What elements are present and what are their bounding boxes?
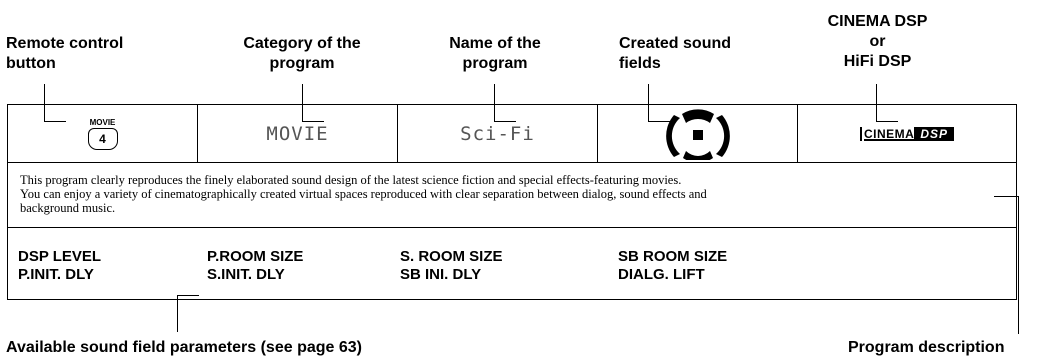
remote-leader-line xyxy=(44,84,45,122)
parameters-callout: Available sound field parameters (see pa… xyxy=(6,339,362,356)
category-cell: MOVIE xyxy=(198,105,398,162)
dsp-type-cell: CINEMA DSP xyxy=(798,105,1016,162)
remote-button-label: MOVIE xyxy=(89,117,116,127)
remote-number-button: 4 xyxy=(87,127,118,150)
name-leader-tick xyxy=(494,121,516,122)
fields-leader-tick xyxy=(648,121,670,122)
sound-fields-callout: Created sound fields xyxy=(619,35,732,72)
parameter-s-room-size: S. ROOM SIZE xyxy=(400,248,503,265)
program-description-callout: Program description xyxy=(848,339,1005,356)
category-leader-tick xyxy=(302,121,324,122)
program-description: This program clearly reproduces the fine… xyxy=(8,163,1016,228)
parameter-column-2: P.ROOM SIZE S.INIT. DLY xyxy=(207,248,303,284)
parameter-s-init-dly: S.INIT. DLY xyxy=(207,266,285,283)
dsp-logo-text: DSP xyxy=(914,126,955,141)
remote-number: 4 xyxy=(99,131,106,146)
sound-field-front-surround-icon xyxy=(665,108,730,160)
remote-button-graphic: MOVIE 4 xyxy=(87,117,118,150)
parameter-column-4: SB ROOM SIZE DIALG. LIFT xyxy=(618,248,727,284)
program-box: MOVIE 4 MOVIE Sci-Fi CINEMA xyxy=(7,104,1017,300)
program-name-callout: Name of the program xyxy=(449,35,541,72)
cinema-logo-bar xyxy=(859,126,862,141)
parameter-dsp-level: DSP LEVEL xyxy=(18,248,102,265)
parameter-list: DSP LEVEL P.INIT. DLY P.ROOM SIZE S.INIT… xyxy=(8,228,1016,300)
parameter-sb-room-size: SB ROOM SIZE xyxy=(618,248,728,265)
cinema-logo-text: CINEMA xyxy=(863,126,915,141)
params-leader-tick xyxy=(177,295,199,296)
program-name-lcd-text: Sci-Fi xyxy=(460,122,535,145)
sound-fields-cell xyxy=(598,105,798,162)
parameter-p-room-size: P.ROOM SIZE xyxy=(207,248,304,265)
fields-leader-line xyxy=(648,84,649,122)
program-name-cell: Sci-Fi xyxy=(398,105,598,162)
parameter-p-init-dly: P.INIT. DLY xyxy=(18,266,94,283)
remote-leader-tick xyxy=(44,121,66,122)
parameter-column-3: S. ROOM SIZE SB INI. DLY xyxy=(400,248,503,284)
category-callout: Category of the program xyxy=(243,35,361,72)
description-leader-line xyxy=(1018,196,1019,334)
params-leader-line xyxy=(177,295,178,332)
description-leader-tick xyxy=(994,196,1019,197)
dsp-leader-tick xyxy=(876,121,898,122)
parameter-dialg-lift: DIALG. LIFT xyxy=(618,266,705,283)
cinema-dsp-logo: CINEMA DSP xyxy=(859,126,955,141)
name-leader-line xyxy=(494,84,495,122)
program-header-row: MOVIE 4 MOVIE Sci-Fi CINEMA xyxy=(8,105,1016,163)
remote-button-cell: MOVIE 4 xyxy=(8,105,198,162)
category-leader-line xyxy=(302,84,303,122)
parameter-sb-ini-dly: SB INI. DLY xyxy=(400,266,482,283)
dsp-leader-line xyxy=(876,84,877,122)
dsp-type-callout: CINEMA DSP or HiFi DSP xyxy=(827,13,928,70)
category-lcd-text: MOVIE xyxy=(266,122,329,145)
program-description-text: This program clearly reproduces the fine… xyxy=(20,173,707,215)
remote-button-callout: Remote control button xyxy=(6,35,124,72)
parameter-column-1: DSP LEVEL P.INIT. DLY xyxy=(18,248,101,284)
